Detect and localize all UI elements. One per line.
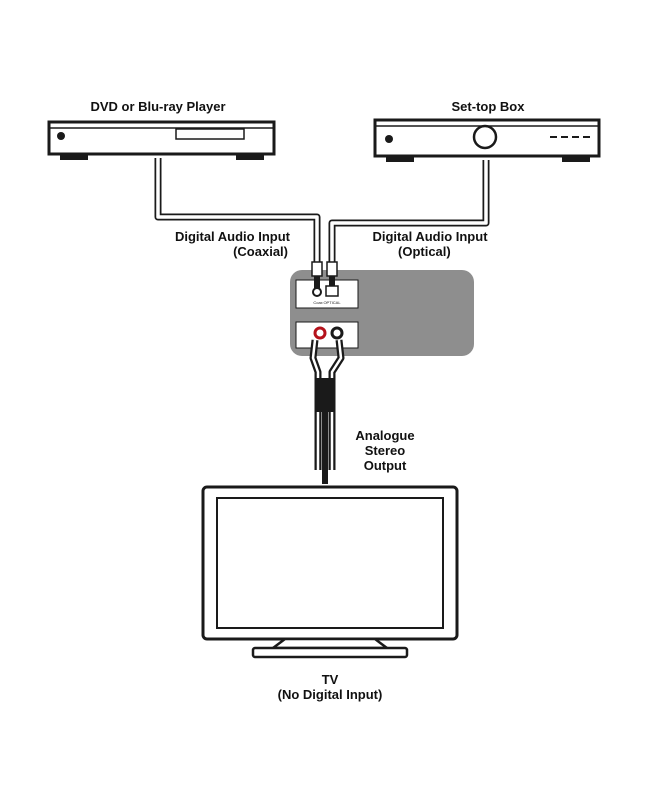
optical-input-title: Digital Audio Input (372, 229, 488, 244)
analogue-line3: Output (363, 458, 407, 473)
analogue-line2: Stereo (364, 443, 406, 458)
analogue-output-label: Analogue Stereo Output (345, 428, 425, 473)
set-top-box (373, 118, 601, 162)
optical-input-subtitle: (Optical) (398, 244, 451, 259)
coaxial-input-title: Digital Audio Input (174, 229, 290, 244)
optical-port-icon (325, 285, 339, 297)
disc-tray (175, 128, 245, 140)
coaxial-input-subtitle: (Coaxial) (233, 244, 288, 259)
tv (201, 485, 459, 659)
power-button-icon (385, 135, 393, 143)
dial-knob-icon (472, 124, 498, 150)
output-panel (295, 321, 359, 349)
dvd-player-label: DVD or Blu-ray Player (90, 99, 226, 114)
optical-port-label: OPTICAL (323, 300, 341, 305)
rca-white-port-icon (330, 326, 344, 340)
rca-red-port-icon (313, 326, 327, 340)
coax-port-label: Coax (313, 300, 322, 305)
dvd-player (47, 120, 276, 160)
coaxial-input-label: Digital Audio Input (Coaxial) (150, 229, 290, 259)
tv-subtitle: (No Digital Input) (277, 687, 383, 702)
optical-cable (328, 160, 490, 262)
analogue-cable (309, 339, 345, 484)
tv-screen (216, 497, 444, 629)
tv-label: TV (No Digital Input) (255, 672, 405, 702)
coaxial-cable (154, 158, 321, 262)
coax-port-icon (312, 287, 322, 297)
power-button-icon (57, 132, 65, 140)
converter-box (290, 261, 474, 356)
analogue-line1: Analogue (355, 428, 415, 443)
tv-stand (251, 646, 409, 659)
set-top-box-label: Set-top Box (451, 99, 525, 114)
tv-title: TV (321, 672, 339, 687)
optical-input-label: Digital Audio Input (Optical) (360, 229, 500, 259)
